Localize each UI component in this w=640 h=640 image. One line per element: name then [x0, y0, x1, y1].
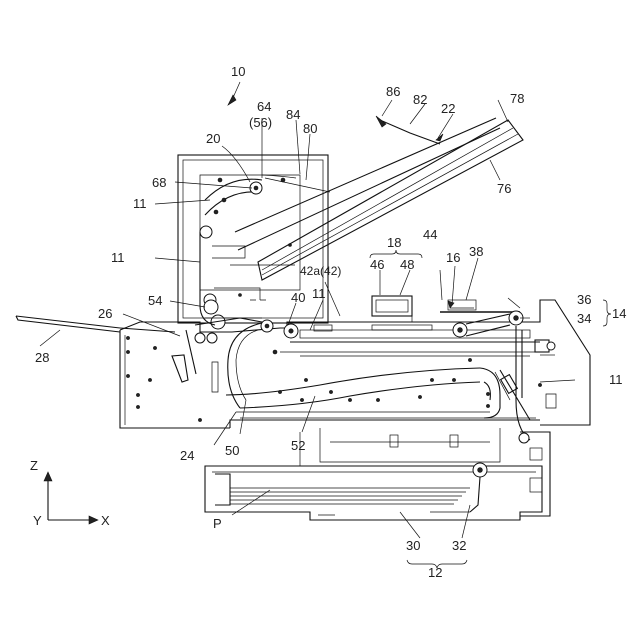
- label-80: 80: [303, 121, 317, 136]
- label-64: 64: [257, 99, 271, 114]
- label-22: 22: [441, 101, 455, 116]
- label-52: 52: [291, 438, 305, 453]
- label-28: 28: [35, 350, 49, 365]
- label-68: 68: [152, 175, 166, 190]
- axis-indicator: Z Y X: [30, 458, 110, 528]
- label-12: 12: [428, 565, 442, 580]
- label-11-mid: 11: [111, 250, 125, 265]
- label-14: 14: [612, 306, 626, 321]
- label-18: 18: [387, 235, 401, 250]
- upper-reading-unit: [178, 155, 328, 329]
- label-84: 84: [286, 107, 300, 122]
- axis-label-z: Z: [30, 458, 38, 473]
- label-42a: 42a(42): [300, 264, 341, 278]
- label-44: 44: [423, 227, 437, 242]
- label-38: 38: [469, 244, 483, 259]
- label-16: 16: [446, 250, 460, 265]
- label-86: 86: [386, 84, 400, 99]
- label-P: P: [213, 516, 222, 531]
- label-11-top: 11: [312, 286, 326, 301]
- axis-label-x: X: [101, 513, 110, 528]
- label-46: 46: [370, 257, 384, 272]
- label-34: 34: [577, 311, 591, 326]
- label-82: 82: [413, 92, 427, 107]
- label-54: 54: [148, 293, 162, 308]
- label-78: 78: [510, 91, 524, 106]
- label-26: 26: [98, 306, 112, 321]
- label-36: 36: [577, 292, 591, 307]
- paper-cassette: [205, 428, 550, 520]
- label-11-right: 11: [609, 372, 623, 387]
- label-20: 20: [206, 131, 220, 146]
- label-30: 30: [406, 538, 420, 553]
- label-50: 50: [225, 443, 239, 458]
- label-40: 40: [291, 290, 305, 305]
- label-11-upper: 11: [133, 196, 147, 211]
- label-32: 32: [452, 538, 466, 553]
- label-56: (56): [249, 115, 272, 130]
- label-10: 10: [231, 64, 245, 79]
- label-76: 76: [497, 181, 511, 196]
- label-48: 48: [400, 257, 414, 272]
- label-24: 24: [180, 448, 194, 463]
- axis-label-y: Y: [33, 513, 42, 528]
